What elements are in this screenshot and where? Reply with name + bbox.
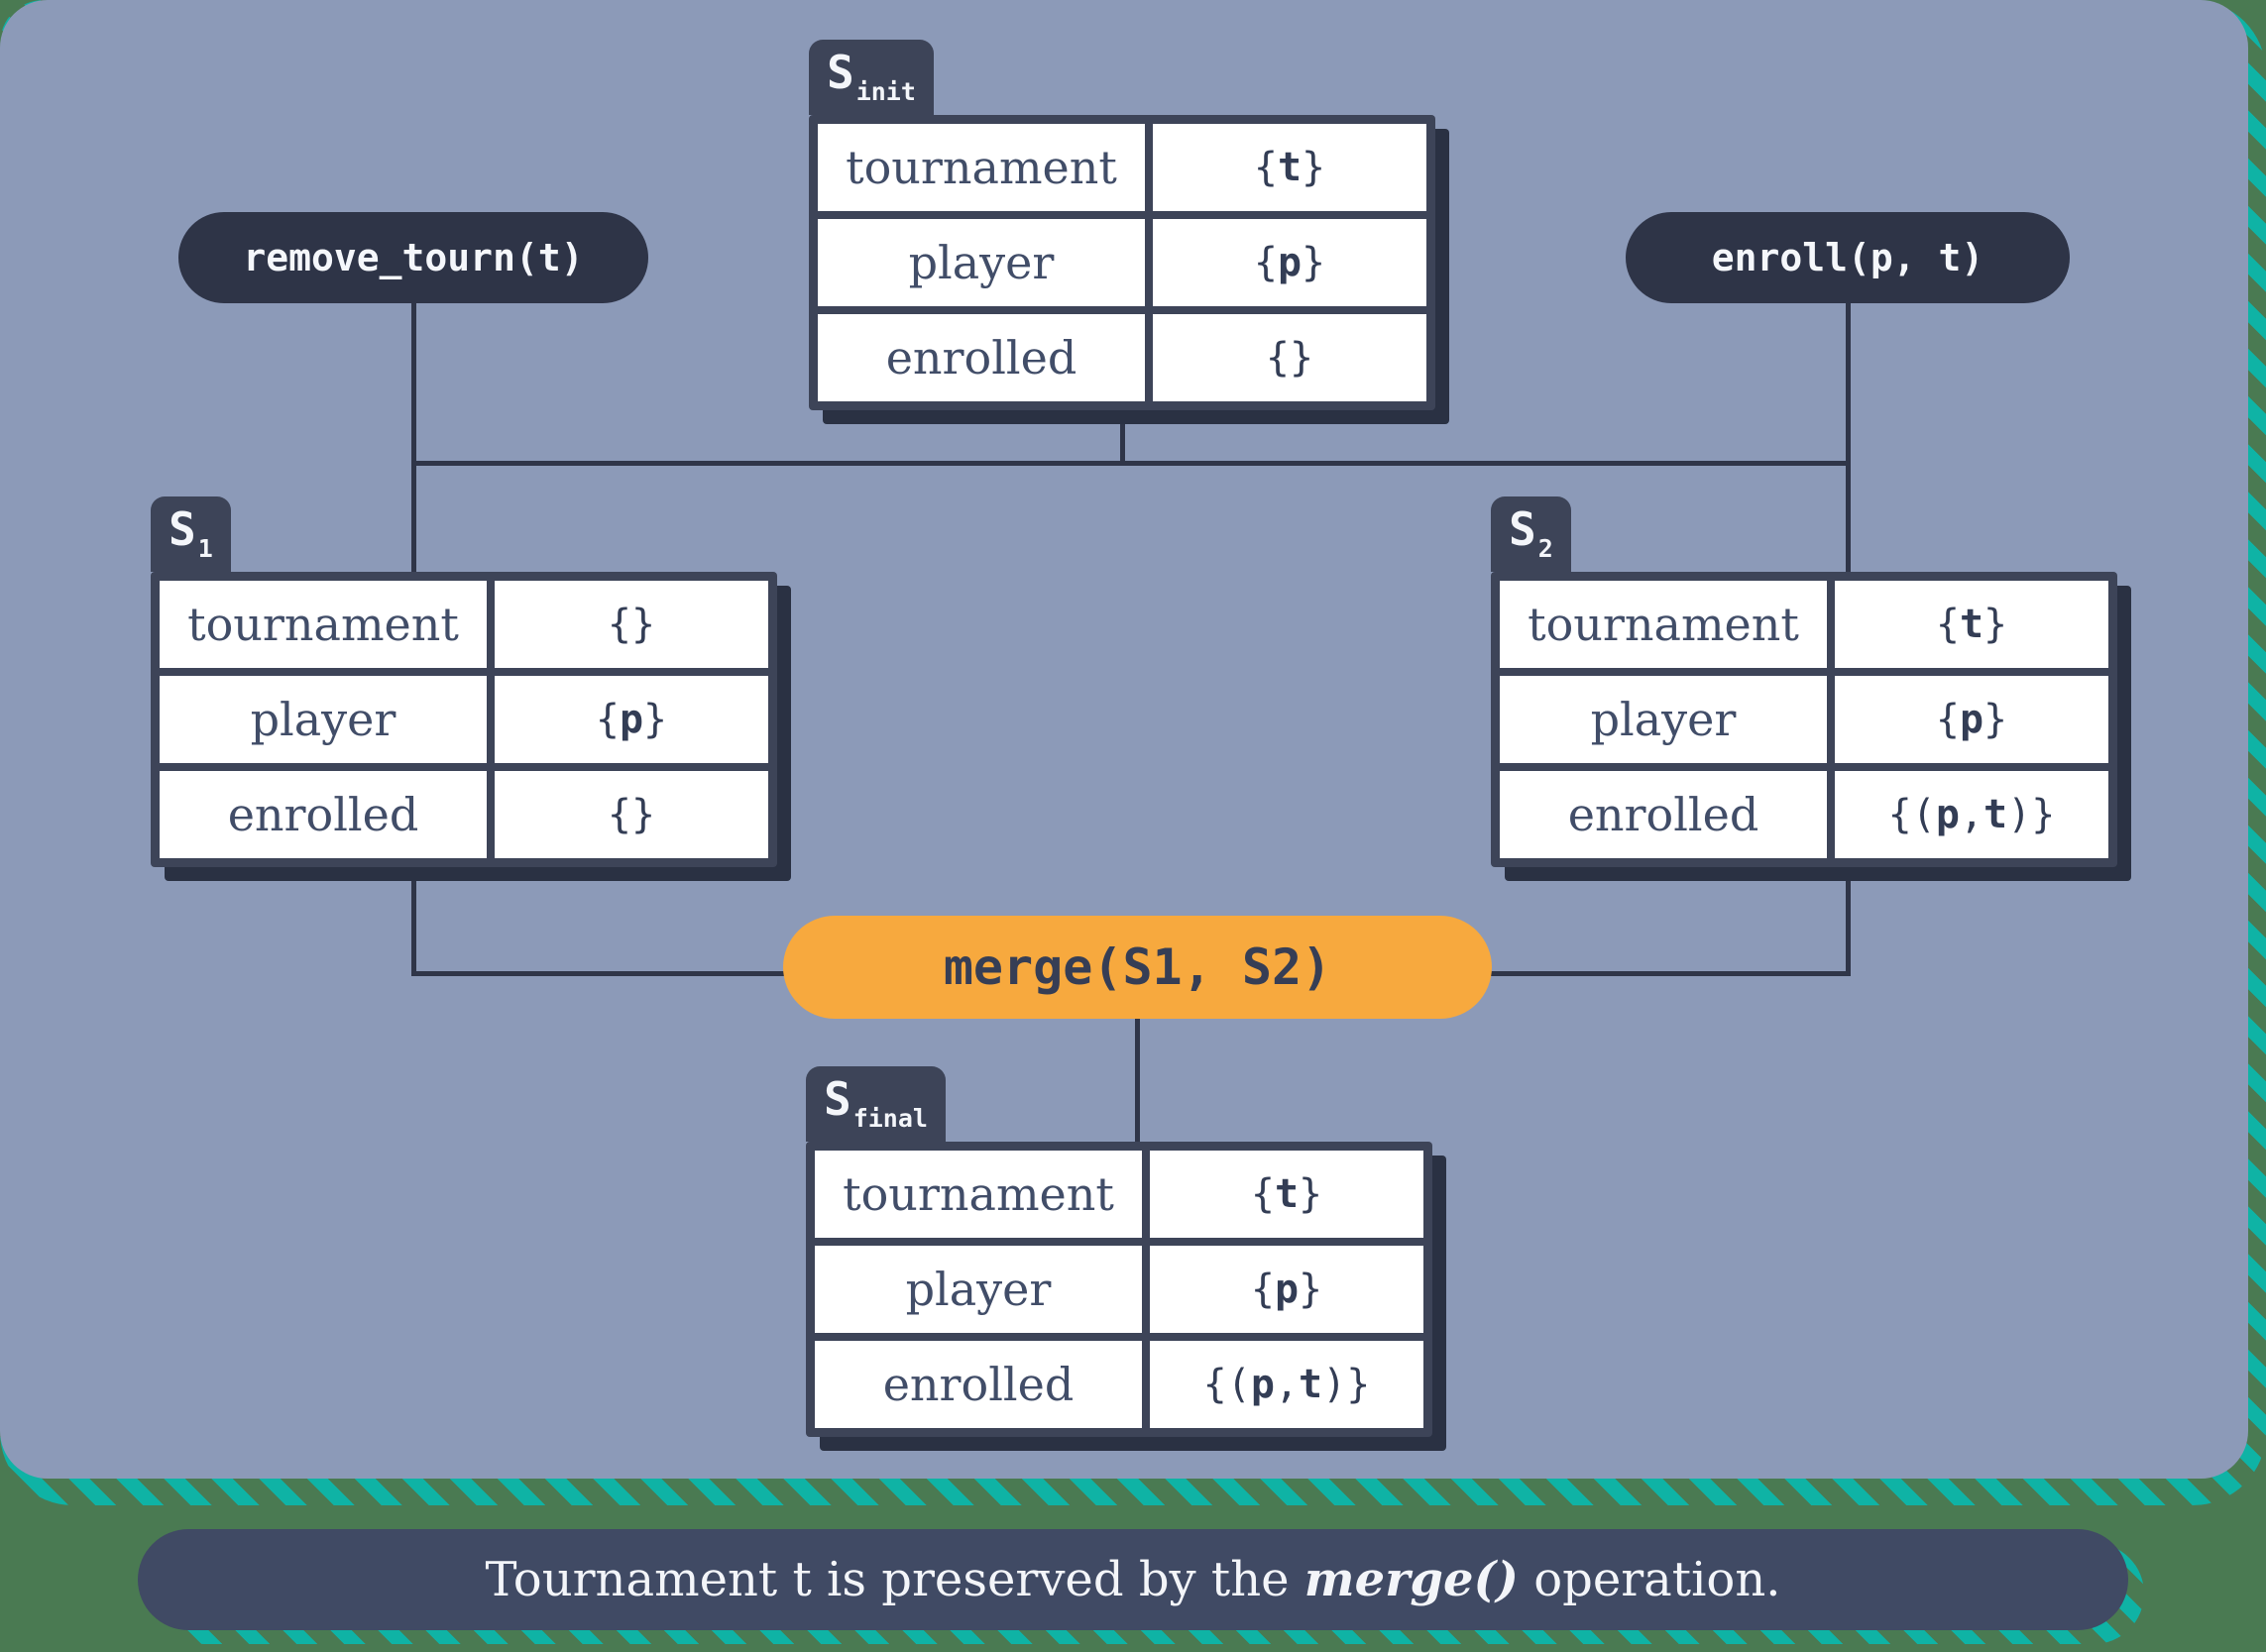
state-table-s-final: tournament {t} player {p} enrolled {(p, …	[806, 1142, 1432, 1437]
connector-sinit-drop	[1120, 410, 1125, 466]
table-row-value: {t}	[1835, 581, 2108, 668]
table-row-value: {}	[495, 771, 768, 858]
table-row-value: {(p, t)}	[1835, 771, 2108, 858]
state-tab-sub-label: 1	[197, 534, 213, 563]
operation-pill-merge: merge(S1, S2)	[783, 916, 1492, 1019]
table-row-value: {p}	[1153, 219, 1426, 306]
table-row-value: {(p, t)}	[1150, 1341, 1423, 1428]
operation-pill-remove-tourn: remove_tourn(t)	[178, 212, 648, 303]
connector-bus	[411, 461, 1851, 466]
table-row-value: {t}	[1150, 1151, 1423, 1238]
table-row-label: player	[818, 219, 1145, 306]
caption-bar: Tournament t is preserved by the merge()…	[138, 1529, 2128, 1630]
table-row-label: enrolled	[815, 1341, 1142, 1428]
table-row-value: {p}	[1835, 676, 2108, 763]
state-tab-main-label: S	[824, 1072, 851, 1126]
operation-pill-enroll: enroll(p, t)	[1626, 212, 2070, 303]
table-row-label: enrolled	[818, 314, 1145, 401]
state-table-s-init: tournament {t} player {p} enrolled {}	[809, 115, 1435, 410]
table-row-label: enrolled	[160, 771, 487, 858]
table-row-value: {}	[495, 581, 768, 668]
table-row-label: player	[160, 676, 487, 763]
table-row-value: {p}	[495, 676, 768, 763]
table-row-label: tournament	[818, 124, 1145, 211]
state-tab-sub-label: init	[855, 77, 916, 106]
state-tab-main-label: S	[1509, 502, 1536, 556]
state-table-s2: tournament {t} player {p} enrolled {(p, …	[1491, 572, 2117, 867]
state-tab-main-label: S	[169, 502, 196, 556]
table-row-value: {}	[1153, 314, 1426, 401]
caption-text-prefix: Tournament t is preserved by the	[485, 1552, 1304, 1607]
state-tab-sub-label: 2	[1537, 534, 1553, 563]
connector-merge-drop	[1135, 1017, 1140, 1146]
table-row-label: player	[815, 1246, 1142, 1333]
table-row-value: {t}	[1153, 124, 1426, 211]
table-row-label: tournament	[1500, 581, 1827, 668]
connector-merge-left	[411, 971, 798, 976]
connector-merge-right	[1482, 971, 1851, 976]
state-table-s1: tournament {} player {p} enrolled {}	[151, 572, 777, 867]
caption-merge-highlight: merge()	[1303, 1552, 1519, 1607]
table-row-label: player	[1500, 676, 1827, 763]
table-row-label: tournament	[815, 1151, 1142, 1238]
table-row-label: enrolled	[1500, 771, 1827, 858]
table-row-label: tournament	[160, 581, 487, 668]
caption-text-suffix: operation.	[1518, 1552, 1781, 1607]
state-tab-sub-label: final	[852, 1104, 928, 1133]
state-tab-main-label: S	[827, 46, 854, 99]
table-row-value: {p}	[1150, 1246, 1423, 1333]
